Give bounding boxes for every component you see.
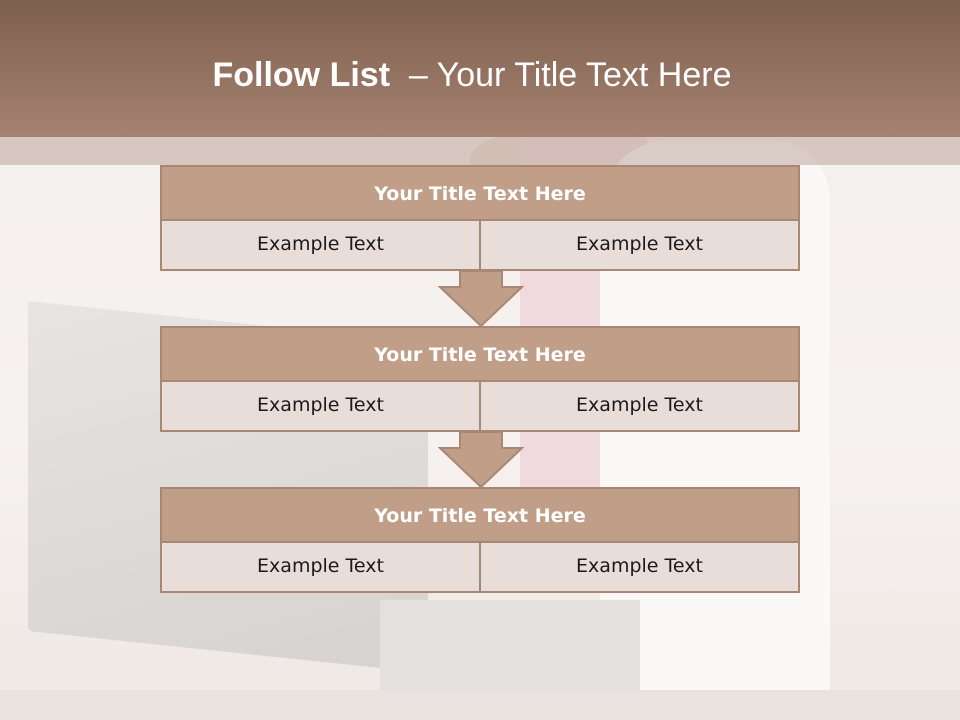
down-arrow-icon xyxy=(438,432,524,488)
step-3-left-text: Example Text xyxy=(160,543,481,593)
step-1-left-text: Example Text xyxy=(160,221,481,271)
title-banner xyxy=(0,0,960,137)
title-banner-strip xyxy=(0,137,960,165)
step-row-2: Example Text Example Text xyxy=(160,382,800,432)
step-row-1: Example Text Example Text xyxy=(160,221,800,271)
step-title-2: Your Title Text Here xyxy=(160,326,800,382)
slide-title: Follow List – Your Title Text Here xyxy=(0,56,944,95)
step-block-1: Your Title Text Here Example Text Exampl… xyxy=(160,165,800,271)
step-block-2: Your Title Text Here Example Text Exampl… xyxy=(160,326,800,432)
step-1-right-text: Example Text xyxy=(481,221,800,271)
step-3-right-text: Example Text xyxy=(481,543,800,593)
slide-title-rest: – Your Title Text Here xyxy=(390,56,732,94)
step-block-3: Your Title Text Here Example Text Exampl… xyxy=(160,487,800,593)
step-title-1: Your Title Text Here xyxy=(160,165,800,221)
slide-title-bold: Follow List xyxy=(212,56,391,94)
step-2-left-text: Example Text xyxy=(160,382,481,432)
down-arrow-icon xyxy=(438,271,524,327)
background-floor xyxy=(0,690,960,720)
step-2-right-text: Example Text xyxy=(481,382,800,432)
step-title-3: Your Title Text Here xyxy=(160,487,800,543)
step-row-3: Example Text Example Text xyxy=(160,543,800,593)
